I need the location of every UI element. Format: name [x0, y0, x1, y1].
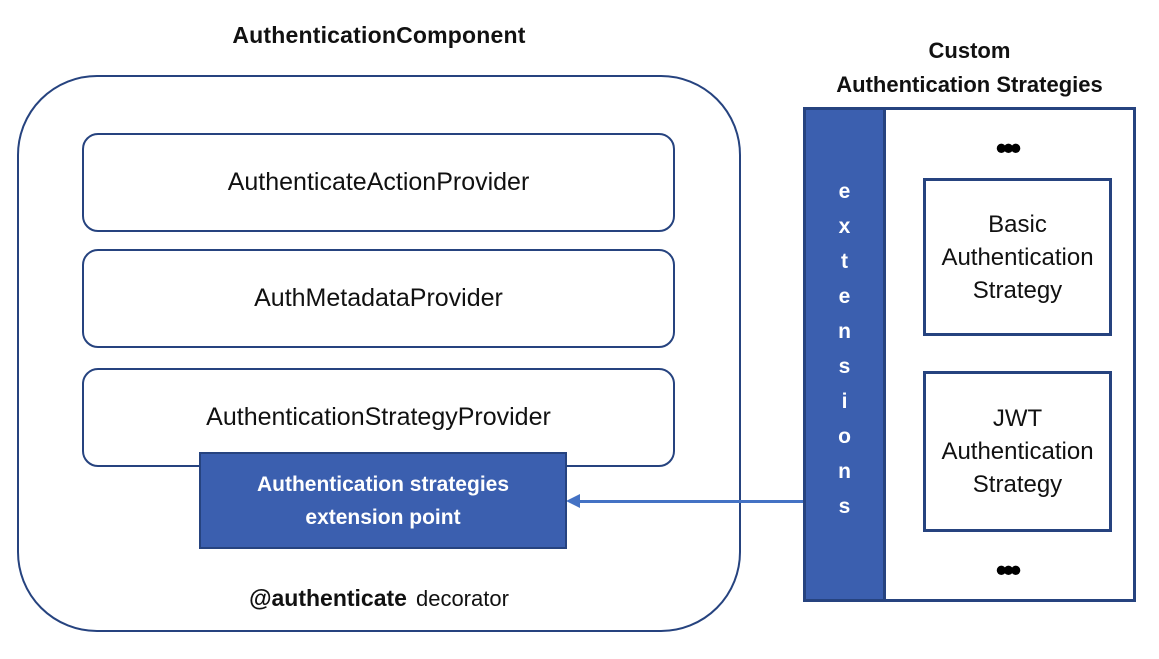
authenticate-action-provider-label: AuthenticateActionProvider — [227, 168, 530, 196]
ellipsis-top: ••• — [995, 130, 1022, 166]
auth-metadata-provider-box: AuthMetadataProvider — [82, 249, 675, 348]
ellipsis-bottom: ••• — [995, 552, 1022, 588]
extensions-bar-label: extensions — [833, 179, 856, 530]
extension-arrow-head-icon — [566, 494, 580, 508]
decorator-word: decorator — [415, 586, 509, 611]
auth-metadata-provider-label: AuthMetadataProvider — [254, 284, 503, 312]
jwt-authentication-strategy-box: JWT Authentication Strategy — [923, 371, 1112, 532]
authentication-strategies-extension-point-box: Authentication strategies extension poin… — [199, 452, 567, 549]
authentication-component-title: AuthenticationComponent — [232, 22, 526, 48]
jwt-authentication-strategy-label: JWT Authentication Strategy — [941, 405, 1094, 498]
custom-authentication-strategies-title: Custom Authentication Strategies — [836, 38, 1103, 97]
decorator-name: @authenticate — [249, 585, 407, 611]
extension-arrow-line — [580, 500, 803, 503]
authentication-component-container — [17, 75, 741, 632]
basic-authentication-strategy-box: Basic Authentication Strategy — [923, 178, 1112, 336]
extensions-bar: extensions — [806, 110, 886, 599]
authenticate-decorator-caption: @authenticate decorator — [17, 585, 741, 612]
basic-authentication-strategy-label: Basic Authentication Strategy — [941, 210, 1094, 304]
authentication-strategy-provider-label: AuthenticationStrategyProvider — [206, 403, 551, 431]
extension-point-label: Authentication strategies extension poin… — [256, 472, 510, 529]
authenticate-action-provider-box: AuthenticateActionProvider — [82, 133, 675, 232]
